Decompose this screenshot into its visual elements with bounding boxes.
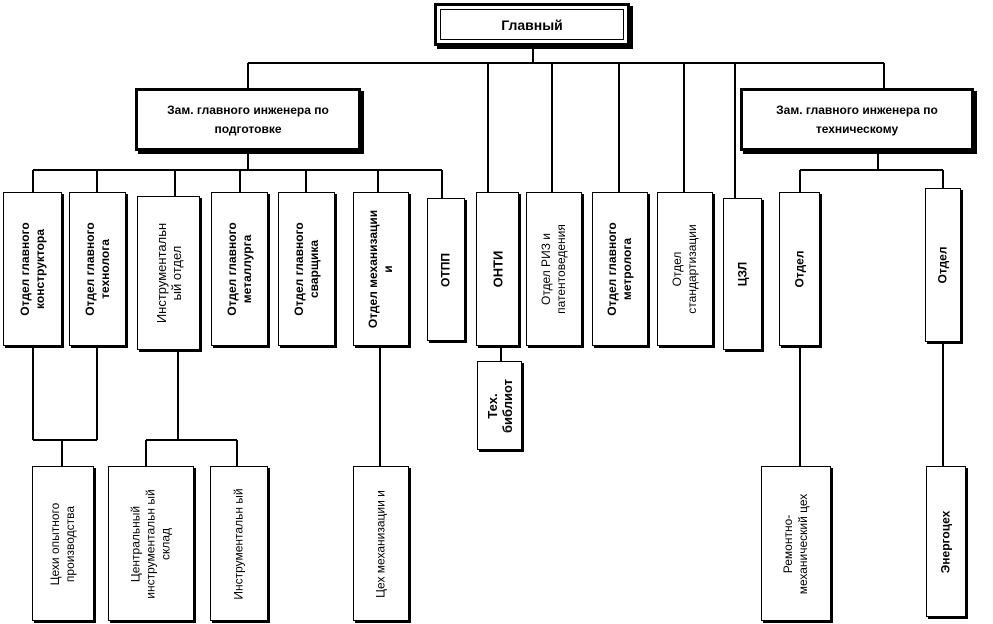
dept-czl: ЦЗЛ: [723, 198, 762, 350]
dept-onti-label: ОНТИ: [490, 250, 505, 288]
dept-chief-metrologist: Отдел главного метролога: [592, 192, 648, 346]
dept-riz-label: Отдел РИЗ и патентоведения: [539, 224, 568, 314]
root-node: Главный: [434, 3, 630, 46]
unit-pilot-shops-label: Цехи опытного производства: [48, 502, 77, 585]
dept-chief-technologist: Отдел главного технолога: [69, 192, 126, 346]
dept-chief-designer: Отдел главного конструктора: [3, 192, 62, 346]
unit-tool-label: Инструментальн ый: [231, 487, 246, 600]
unit-central-tool-warehouse: Центральный инструментальн ый склад: [108, 466, 194, 621]
dept-a-label: Отдел: [792, 250, 806, 288]
unit-energy-shop-label: Энергоцех: [938, 510, 953, 573]
dept-b-label: Отдел: [935, 246, 950, 284]
unit-mechanization-shop: Цех механизации и: [353, 466, 409, 621]
unit-tech-library: Тех. библиот: [477, 361, 522, 450]
dept-chief-metallurgist: Отдел главного металлурга: [211, 192, 268, 346]
dept-standardization: Отдел стандартизации: [657, 192, 713, 346]
dept-chief-metallurgist-label: Отдел главного металлурга: [224, 222, 254, 316]
dept-chief-welder-label: Отдел главного сварщика: [291, 222, 321, 316]
unit-energy-shop: Энергоцех: [926, 466, 966, 617]
dept-tool: Инструментальн ый отдел: [137, 196, 200, 350]
unit-tech-library-label: Тех. библиот: [484, 378, 515, 433]
dept-mechanization: Отдел механизации и: [353, 192, 409, 346]
dept-otpp-label: ОТПП: [438, 252, 453, 287]
root-label: Главный: [501, 16, 563, 33]
dept-czl-label: ЦЗЛ: [735, 261, 749, 287]
dept-standardization-label: Отдел стандартизации: [670, 224, 699, 314]
branch-prep-deputy-label: Зам. главного инженера по подготовке: [167, 102, 329, 136]
dept-chief-metrologist-label: Отдел главного метролога: [605, 222, 634, 316]
dept-otpp: ОТПП: [427, 198, 465, 341]
unit-repair-mechanical-shop-label: Ремонтно-механический цех: [781, 493, 810, 594]
dept-b: Отдел: [925, 188, 961, 342]
dept-mechanization-label: Отдел механизации и: [366, 209, 395, 329]
dept-chief-technologist-label: Отдел главного технолога: [82, 222, 112, 316]
unit-pilot-shops: Цехи опытного производства: [32, 466, 94, 621]
unit-tool: Инструментальн ый: [210, 466, 268, 621]
unit-mechanization-shop-label: Цех механизации и: [373, 489, 388, 598]
branch-tech-deputy: Зам. главного инженера по техническому: [740, 88, 974, 151]
dept-riz: Отдел РИЗ и патентоведения: [526, 192, 582, 346]
dept-tool-label: Инструментальн ый отдел: [153, 222, 184, 324]
branch-prep-deputy: Зам. главного инженера по подготовке: [135, 88, 361, 151]
branch-tech-deputy-label: Зам. главного инженера по техническому: [776, 102, 938, 136]
dept-chief-welder: Отдел главного сварщика: [278, 192, 335, 346]
dept-a: Отдел: [779, 192, 820, 346]
dept-chief-designer-label: Отдел главного конструктора: [17, 222, 47, 316]
unit-repair-mechanical-shop: Ремонтно-механический цех: [761, 466, 831, 621]
unit-central-tool-warehouse-label: Центральный инструментальн ый склад: [128, 488, 173, 599]
dept-onti: ОНТИ: [476, 192, 519, 346]
